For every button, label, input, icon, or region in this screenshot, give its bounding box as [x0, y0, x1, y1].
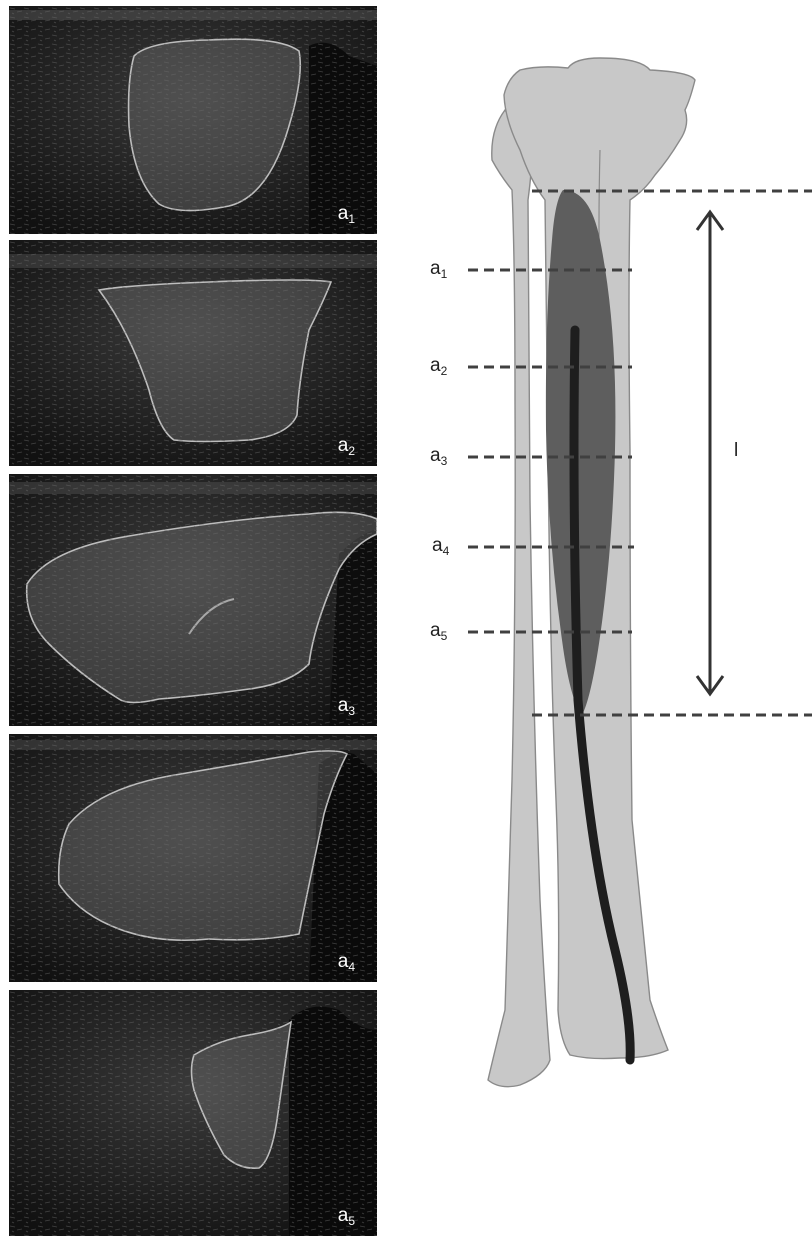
- section-label-a3: a3: [430, 445, 447, 468]
- section-label-a2: a2: [430, 355, 447, 378]
- length-label: l: [734, 440, 738, 462]
- section-label-a4: a4: [432, 535, 449, 558]
- fibula: [488, 110, 550, 1087]
- section-label-a5: a5: [430, 620, 447, 643]
- length-arrow: [697, 212, 723, 694]
- section-label-a1: a1: [430, 258, 447, 281]
